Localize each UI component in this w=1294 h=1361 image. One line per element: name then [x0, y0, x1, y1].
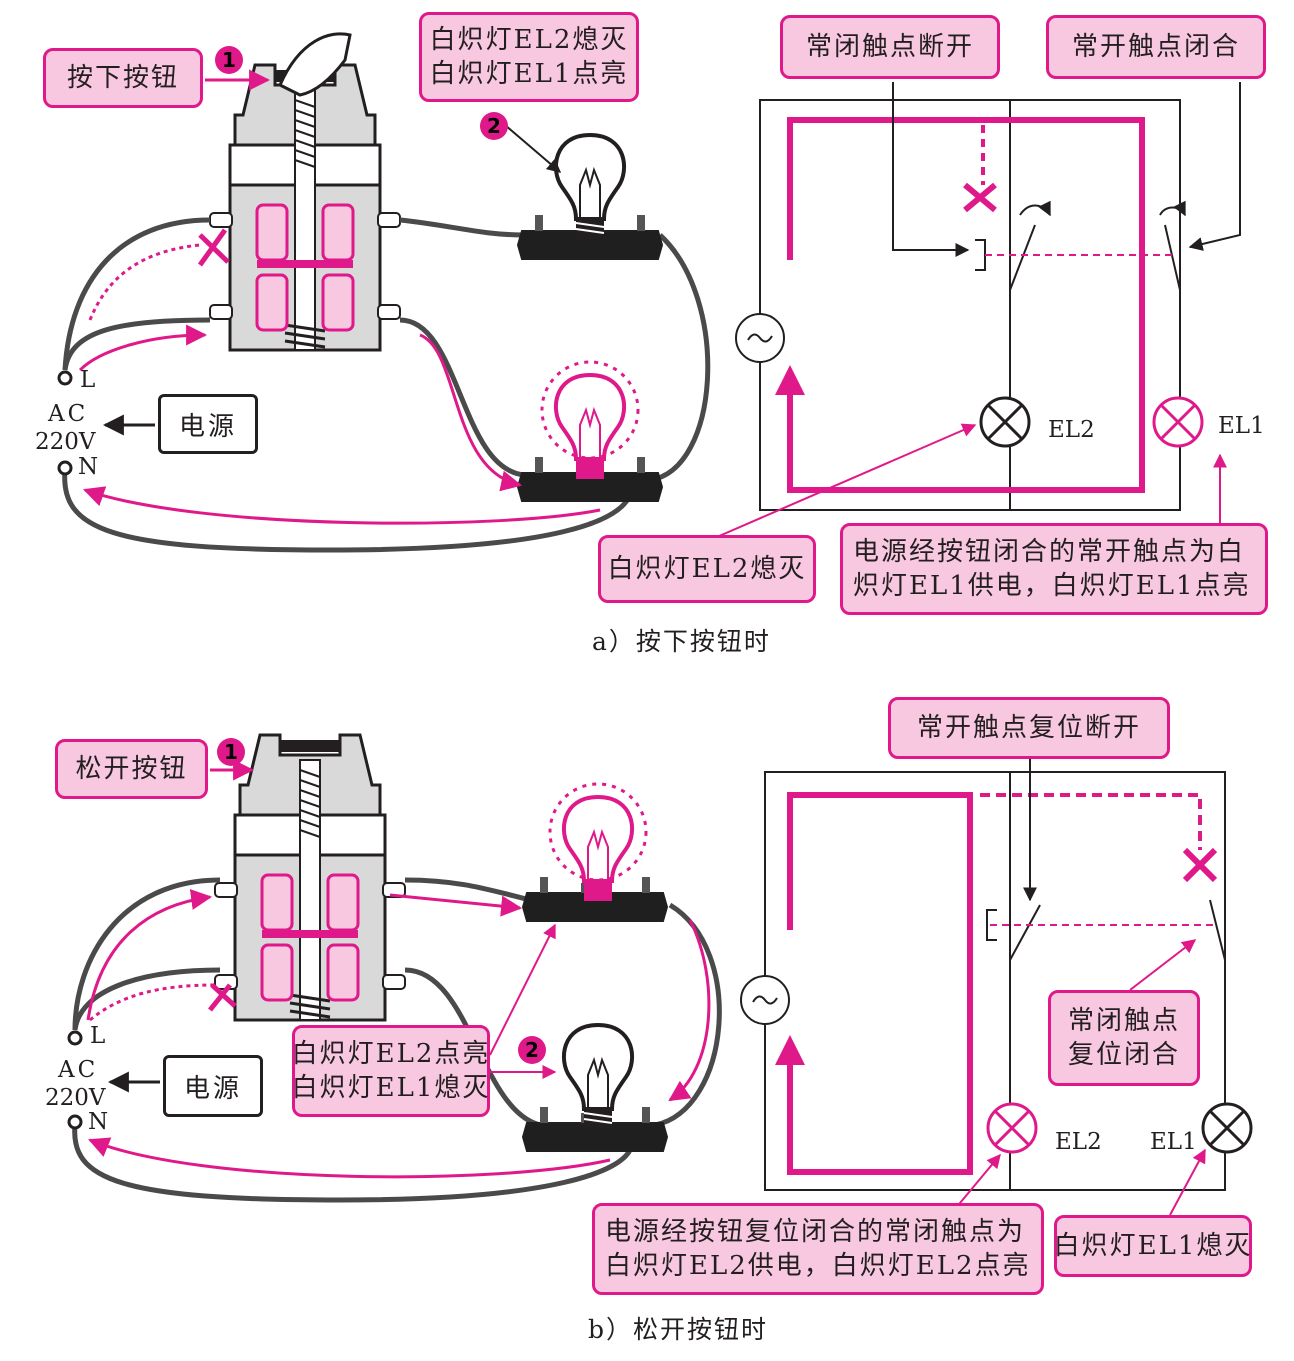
step-1-badge: 1 — [215, 46, 243, 74]
callout-press-button: 按下按钮 — [43, 48, 203, 108]
callout-supply-el1: 电源经按钮闭合的常开触点为白炽灯EL1供电，白炽灯EL1点亮 — [840, 523, 1268, 615]
el1-label: EL1 — [1150, 1129, 1197, 1155]
callout-nc-reset-close: 常闭触点复位闭合 — [1048, 990, 1200, 1086]
callout-supply-el2: 电源经按钮复位闭合的常闭触点为白炽灯EL2供电，白炽灯EL2点亮 — [592, 1203, 1044, 1295]
terminal-n-label: N — [88, 1109, 109, 1135]
panel-b-wiring — [67, 733, 722, 1203]
terminal-n-label: N — [78, 454, 99, 480]
power-source-box: 电源 — [158, 394, 258, 454]
callout-lamps-state: 白炽灯EL2熄灭白炽灯EL1点亮 — [419, 12, 639, 102]
callout-release-button: 松开按钮 — [55, 739, 208, 799]
callout-no-close: 常开触点闭合 — [1046, 15, 1266, 79]
power-source-box: 电源 — [163, 1055, 263, 1117]
callout-nc-open: 常闭触点断开 — [780, 15, 1000, 79]
step-2-badge: 2 — [518, 1036, 546, 1064]
ac-label: AC — [58, 1057, 99, 1083]
ac-label: AC — [48, 401, 89, 427]
el1-label: EL1 — [1218, 413, 1265, 439]
callout-lamps-state: 白炽灯EL2点亮白炽灯EL1熄灭 — [292, 1025, 490, 1117]
el2-label: EL2 — [1055, 1129, 1102, 1155]
step-2-badge: 2 — [480, 112, 508, 140]
voltage-label: 220V — [45, 1085, 106, 1111]
el2-label: EL2 — [1048, 417, 1095, 443]
step-1-badge: 1 — [217, 738, 245, 766]
callout-el1-off: 白炽灯EL1熄灭 — [1054, 1215, 1252, 1277]
caption-a: a）按下按钮时 — [592, 627, 771, 656]
callout-no-reset-open: 常开触点复位断开 — [888, 697, 1170, 759]
panel-a-schematic — [709, 82, 1241, 541]
panel-a-wiring — [57, 32, 711, 553]
terminal-l-label: L — [90, 1023, 106, 1049]
terminal-l-label: L — [80, 367, 96, 393]
caption-b: b）松开按钮时 — [588, 1315, 769, 1344]
callout-el2-off: 白炽灯EL2熄灭 — [598, 535, 816, 603]
voltage-label: 220V — [35, 429, 96, 455]
